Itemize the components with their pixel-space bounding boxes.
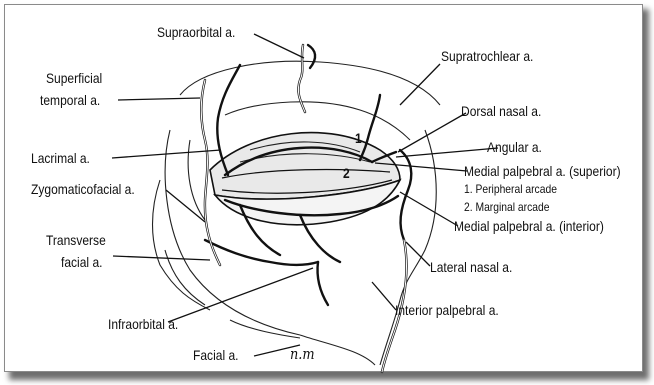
label-angular: Angular a. [487, 139, 542, 155]
label-lacrimal: Lacrimal a. [31, 150, 90, 166]
artist-signature: n.m [290, 346, 315, 362]
marker-2: 2 [343, 165, 350, 181]
label-dorsal-nasal: Dorsal nasal a. [461, 103, 541, 119]
label-marginal-arcade: 2. Marginal arcade [464, 200, 549, 214]
label-lateral-nasal: Lateral nasal a. [430, 259, 512, 275]
label-medial-palpebral-superior: Medial palpebral a. (superior) [464, 163, 621, 179]
label-medial-palpebral-interior: Medial palpebral a. (interior) [454, 218, 604, 234]
label-facial: Facial a. [193, 347, 239, 363]
label-zygomaticofacial: Zygomaticofacial a. [31, 181, 135, 197]
label-interior-palpebral: Interior palpebral a. [395, 302, 499, 318]
label-supratrochlear: Supratrochlear a. [441, 48, 533, 64]
label-infraorbital: Infraorbital a. [108, 316, 178, 332]
label-transverse-facial-line2: facial a. [61, 254, 102, 270]
eyelids [210, 133, 400, 225]
marker-1: 1 [355, 130, 362, 146]
label-superficial-temporal-line2: temporal a. [40, 92, 100, 108]
label-supraorbital: Supraorbital a. [157, 24, 235, 40]
label-peripheral-arcade: 1. Peripheral arcade [464, 182, 557, 196]
label-transverse-facial-line1: Transverse [46, 232, 106, 248]
label-superficial-temporal-line1: Superficial [46, 70, 102, 86]
